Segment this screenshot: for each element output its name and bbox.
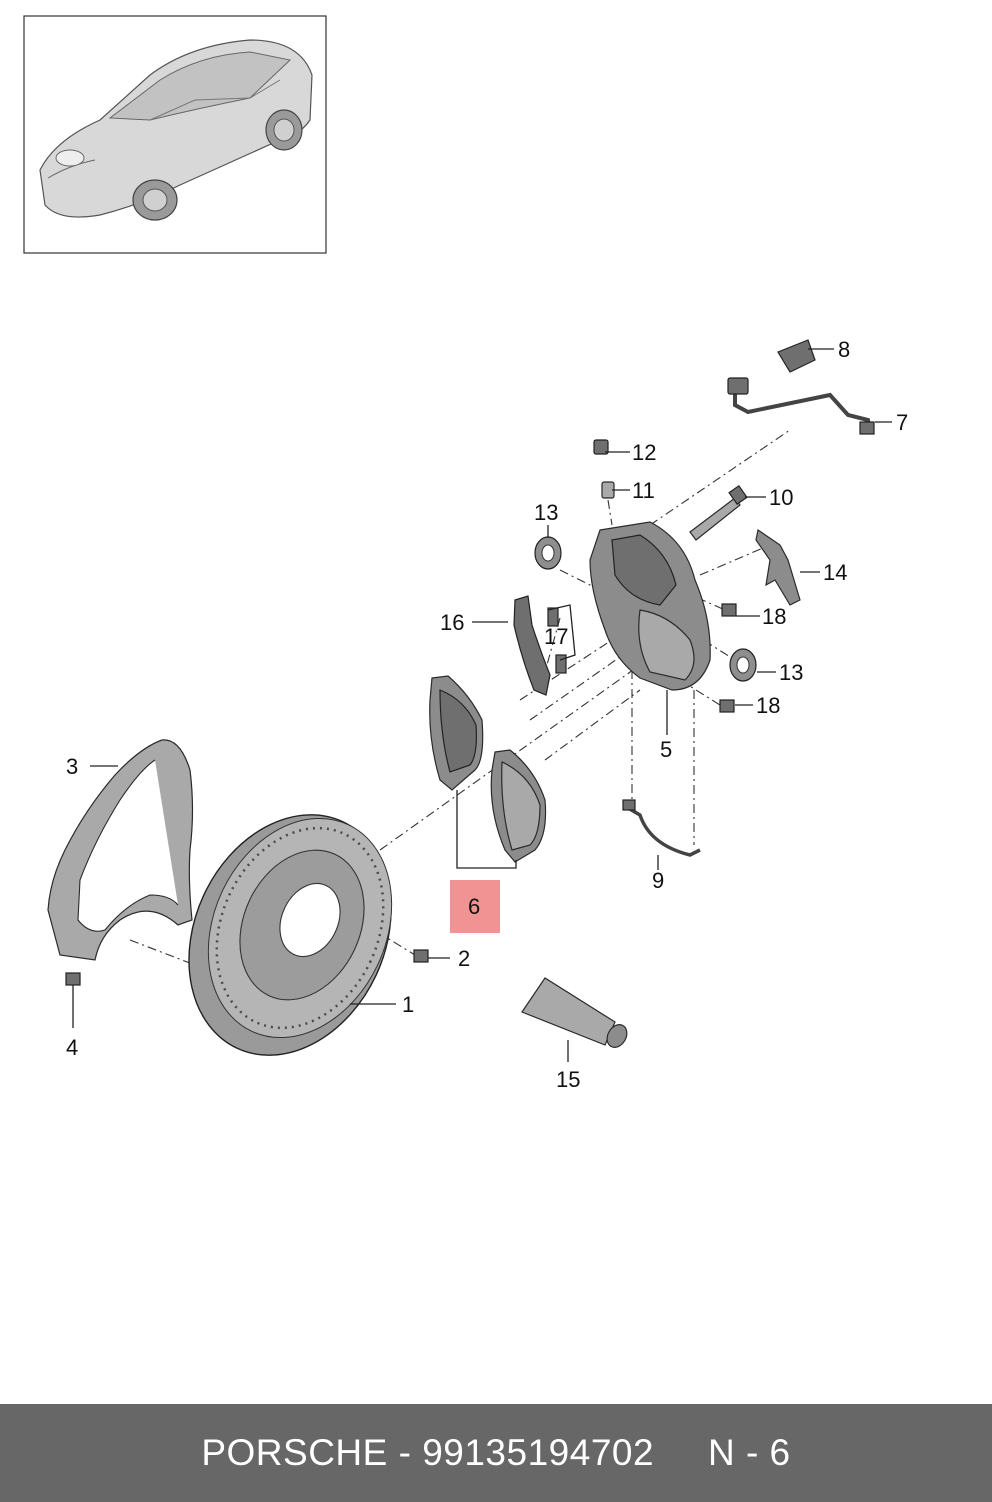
callout-4: 4	[66, 1035, 78, 1060]
callout-labels: 8 7 12 11 10 13 14 16 17 18 13 18 5 3 9 …	[66, 337, 908, 1092]
callout-6: 6	[468, 894, 480, 919]
bolt-pair-icon	[547, 607, 567, 674]
screw-icon-2	[719, 699, 735, 713]
spring-clip-icon	[755, 528, 801, 606]
callout-9: 9	[652, 868, 664, 893]
callout-13-lower: 13	[779, 660, 803, 685]
car-icon	[39, 39, 313, 221]
callout-10: 10	[769, 485, 793, 510]
pad-retainer-icon	[513, 595, 551, 696]
caliper-icon	[589, 521, 711, 691]
dust-shield-icon	[47, 739, 194, 961]
caliper-bolt-icon	[689, 484, 748, 541]
bolt-icon	[65, 972, 81, 986]
seal-ring-icon-2	[729, 648, 757, 682]
callout-11: 11	[632, 478, 655, 503]
callout-12: 12	[632, 440, 656, 465]
callout-1: 1	[402, 992, 414, 1017]
parts-diagram: 8 7 12 11 10 13 14 16 17 18 13 18 5 3 9 …	[23, 15, 908, 1092]
connector-icon	[777, 339, 816, 373]
callout-18-lower: 18	[756, 693, 780, 718]
callout-18-upper: 18	[762, 604, 786, 629]
brake-pad-icon-2	[490, 749, 547, 863]
callout-13-upper: 13	[534, 500, 558, 525]
callout-5: 5	[660, 737, 672, 762]
screw-icon	[721, 603, 737, 617]
callout-3: 3	[66, 754, 78, 779]
footer-bar: PORSCHE - 99135194702 N - 6	[0, 1404, 992, 1502]
callout-2: 2	[458, 946, 470, 971]
wear-sensor-cable-icon	[727, 377, 875, 435]
grease-tube-icon	[521, 977, 628, 1048]
callout-8: 8	[838, 337, 850, 362]
leader-lines	[72, 348, 892, 1062]
callout-17: 17	[544, 624, 568, 649]
seal-ring-icon	[534, 536, 562, 570]
highlight-box	[450, 880, 500, 933]
wear-sensor-icon	[622, 799, 701, 857]
part-number-caption: PORSCHE - 99135194702 N - 6	[201, 1432, 791, 1473]
brake-pad-icon	[429, 675, 484, 791]
callout-14: 14	[823, 560, 847, 585]
disc-screw-icon	[413, 949, 429, 963]
brake-disc-icon	[188, 814, 393, 1056]
car-thumbnail	[23, 15, 327, 254]
callout-16: 16	[440, 610, 464, 635]
callout-15: 15	[556, 1067, 580, 1092]
callout-7: 7	[896, 410, 908, 435]
bleed-cap-icon	[593, 439, 609, 455]
